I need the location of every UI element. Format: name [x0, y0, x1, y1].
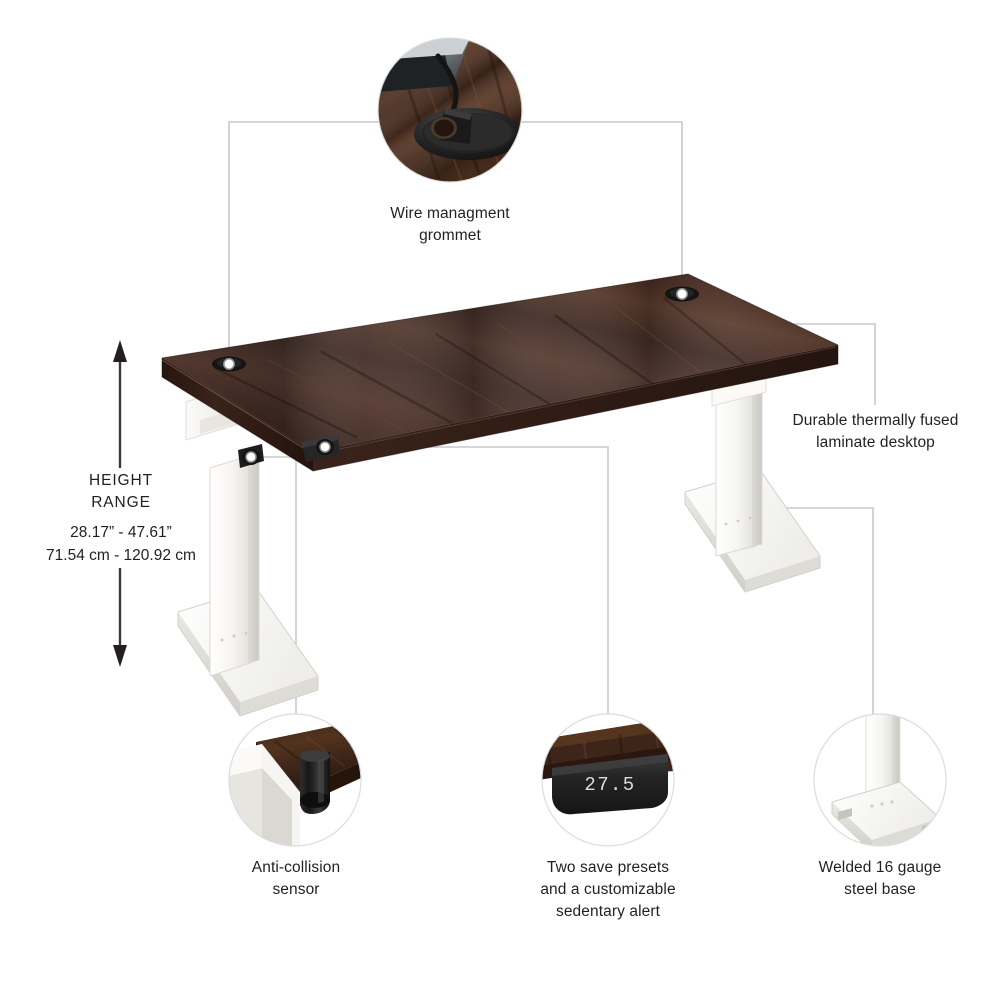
desktop-sheen [162, 274, 838, 452]
height-range-metric: 71.54 cm - 120.92 cm [46, 547, 196, 564]
desktop-edge-highlight-right [314, 346, 837, 455]
detail-circle-base-outline [813, 713, 947, 847]
label-welded-steel-base: Welded 16 gauge steel base [818, 859, 942, 898]
detail-circle-panel-outline [541, 713, 675, 847]
control-panel-readout: 27.5 [584, 774, 635, 796]
desktop-front-edge [162, 358, 313, 471]
leader-grommet-right [516, 121, 683, 294]
right-foot-side [745, 556, 820, 592]
anti-collision-sensor-part [238, 444, 264, 468]
detail-circle-wire-outline [377, 37, 523, 183]
right-column-side [752, 371, 762, 548]
height-arrow-head-down [113, 645, 127, 667]
height-range-title: HEIGHT RANGE [89, 472, 153, 511]
height-range-indicator [113, 340, 127, 667]
right-column-front [716, 371, 752, 556]
leader-steel-base [761, 507, 874, 716]
height-arrow-head-up [113, 340, 127, 362]
left-foot-front [178, 612, 240, 716]
desktop-outline [161, 273, 839, 472]
standing-desk [161, 273, 839, 717]
detail-circle-anti-collision [228, 713, 362, 847]
detail-circle-sensor-outline [228, 713, 362, 847]
control-panel-part [302, 434, 340, 462]
detail-circle-control-panel: 27.5 [541, 713, 675, 847]
leader-presets [325, 446, 609, 714]
left-column-side [248, 456, 259, 664]
desk-leg-left [177, 381, 319, 717]
desktop-right-edge [313, 345, 838, 471]
right-leg-screws [724, 516, 752, 526]
desk-leg-right [684, 363, 821, 593]
control-panel-display: 27.5 [584, 774, 635, 796]
desktop-edge-highlight-front [161, 359, 314, 455]
left-leg-screws [220, 631, 248, 642]
label-save-presets-sedentary-alert: Two save presets and a customizable sede… [540, 859, 676, 920]
label-durable-laminate-desktop: Durable thermally fused laminate desktop [792, 412, 959, 451]
left-foot-side [240, 676, 318, 716]
label-wire-management-grommet: Wire managment grommet [390, 205, 510, 244]
leader-grommet-left [228, 121, 385, 364]
left-column-front [210, 456, 248, 676]
detail-circle-steel-base [813, 713, 947, 847]
right-foot-front [685, 492, 745, 592]
height-range-imperial: 28.17” - 47.61” [70, 524, 172, 541]
label-anti-collision-sensor: Anti-collision sensor [251, 859, 341, 898]
desktop-grain-streaks [213, 296, 797, 439]
grommet-left [212, 356, 246, 372]
grommet-right [665, 286, 699, 302]
detail-circle-wire-grommet [377, 37, 523, 183]
